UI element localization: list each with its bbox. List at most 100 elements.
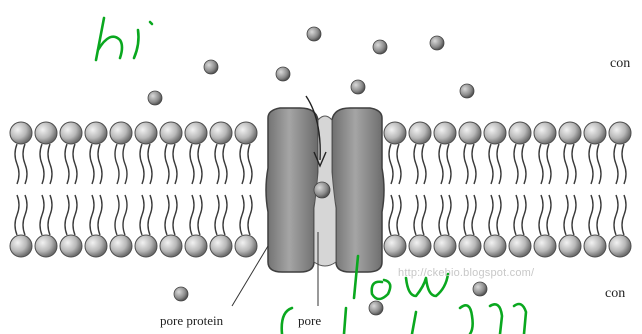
handwritten-hi [96, 18, 152, 60]
phospholipid-head [60, 122, 82, 144]
lipid-tail [15, 144, 27, 184]
phospholipid-head [384, 122, 406, 144]
lipid-tail [489, 144, 501, 184]
phospholipid-head [235, 122, 257, 144]
phospholipid-head [584, 122, 606, 144]
phospholipid-head [35, 122, 57, 144]
solute-molecule [369, 301, 383, 315]
phospholipid-head [484, 122, 506, 144]
phospholipid-head [609, 122, 631, 144]
phospholipid-head [384, 235, 406, 257]
solute-molecule [473, 282, 487, 296]
pore-protein-left-half [266, 108, 318, 272]
solute-molecule [148, 91, 162, 105]
phospholipid-head [160, 122, 182, 144]
lipid-tail [215, 195, 227, 235]
lipid-tail [514, 144, 526, 184]
lipid-tail [589, 195, 601, 235]
lipid-tail [165, 195, 177, 235]
phospholipid-head [85, 122, 107, 144]
lipid-tail [240, 144, 252, 184]
lipid-tail [564, 195, 576, 235]
solute-molecule [276, 67, 290, 81]
phospholipid-head [534, 122, 556, 144]
solute-molecule [373, 40, 387, 54]
solute-molecule [351, 80, 365, 94]
phospholipid-head [210, 235, 232, 257]
lipid-tail [539, 195, 551, 235]
solute-molecule [307, 27, 321, 41]
lipid-tail [140, 144, 152, 184]
lipid-tail [140, 195, 152, 235]
phospholipid-head [235, 235, 257, 257]
lipid-tail [115, 195, 127, 235]
lipid-tail [240, 195, 252, 235]
phospholipid-head [559, 122, 581, 144]
lipid-tail [215, 144, 227, 184]
lipid-tail [539, 144, 551, 184]
solute-molecule [174, 287, 188, 301]
phospholipid-head [110, 122, 132, 144]
molecule-in-pore [314, 182, 330, 198]
lipid-tail [190, 144, 202, 184]
phospholipid-head [10, 235, 32, 257]
phospholipid-head [135, 122, 157, 144]
lipid-tail [65, 144, 77, 184]
lipid-tail [389, 144, 401, 184]
pore-protein-right-half [332, 108, 384, 272]
lipid-tail [489, 195, 501, 235]
phospholipid-head [210, 122, 232, 144]
lipid-tail [564, 144, 576, 184]
lipid-tail [90, 195, 102, 235]
solute-molecule [430, 36, 444, 50]
pore-label: pore [298, 313, 321, 329]
phospholipid-head [160, 235, 182, 257]
phospholipid-head [35, 235, 57, 257]
phospholipid-head [459, 122, 481, 144]
lipid-tail [40, 195, 52, 235]
phospholipid-head [459, 235, 481, 257]
phospholipid-head [484, 235, 506, 257]
lipid-tail [589, 144, 601, 184]
concentration-label-top: con [610, 56, 630, 72]
lipid-tail [65, 195, 77, 235]
phospholipid-head [609, 235, 631, 257]
phospholipid-head [10, 122, 32, 144]
lipid-tail [464, 195, 476, 235]
phospholipid-head [110, 235, 132, 257]
lipid-tail [40, 144, 52, 184]
phospholipid-head [509, 235, 531, 257]
pore-protein-label: pore protein [160, 313, 223, 329]
phospholipid-head [135, 235, 157, 257]
solute-molecule [204, 60, 218, 74]
lipid-tail [389, 195, 401, 235]
lipid-tail [90, 144, 102, 184]
phospholipid-head [185, 122, 207, 144]
lipid-tail [614, 144, 626, 184]
watermark-url: http://ckebio.blogspot.com/ [398, 267, 534, 279]
lipid-tail [15, 195, 27, 235]
lipid-tail [514, 195, 526, 235]
phospholipid-head [534, 235, 556, 257]
phospholipid-head [584, 235, 606, 257]
phospholipid-head [60, 235, 82, 257]
lipid-tail [414, 144, 426, 184]
lipid-tail [115, 144, 127, 184]
concentration-label-bottom: con [605, 286, 625, 302]
lipid-tail [614, 195, 626, 235]
lipid-tail [165, 144, 177, 184]
lipid-tail [439, 195, 451, 235]
phospholipid-head [409, 122, 431, 144]
solute-molecule [460, 84, 474, 98]
lipid-tail [414, 195, 426, 235]
pore-protein-channel [266, 96, 384, 272]
phospholipid-head [509, 122, 531, 144]
phospholipid-head [185, 235, 207, 257]
phospholipid-head [434, 235, 456, 257]
phospholipid-head [409, 235, 431, 257]
lipid-tail [464, 144, 476, 184]
lipid-tail [439, 144, 451, 184]
phospholipid-head [85, 235, 107, 257]
